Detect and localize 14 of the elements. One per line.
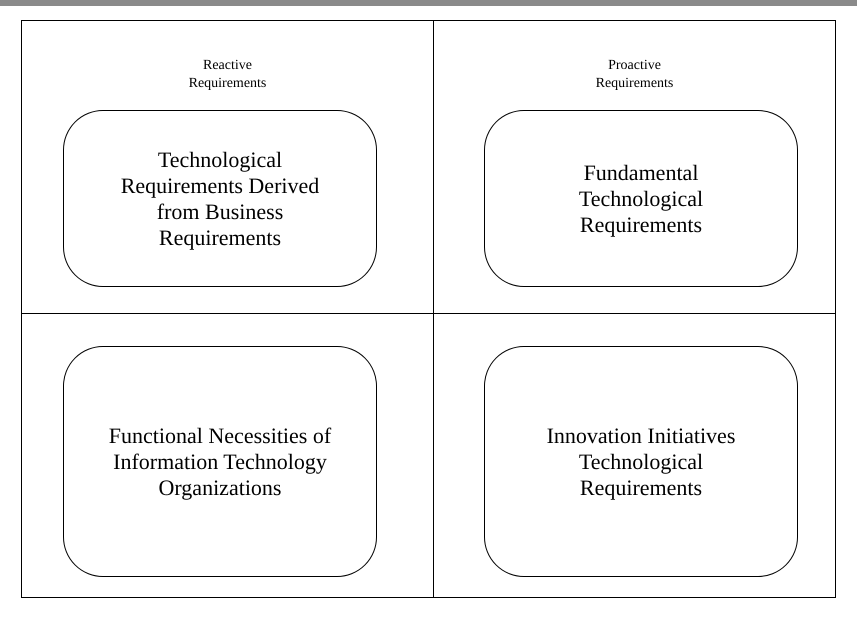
table-cell (433, 313, 836, 598)
rounded-box (484, 110, 798, 287)
column-heading: Proactive Requirements (594, 57, 674, 93)
rounded-box (63, 346, 377, 577)
table-cell (433, 20, 836, 314)
rounded-box (484, 346, 798, 577)
table-cell (21, 20, 434, 314)
box-text: Fundamental Technological Requirements (578, 160, 704, 238)
column-heading: Reactive Requirements (188, 57, 268, 93)
box-text: Functional Necessities of Information Technology Organizations (108, 422, 332, 500)
box-text: Innovation Initiatives Technological Requirements (546, 422, 736, 500)
box-text: Technological Requirements Derived from Business Requirements (120, 146, 320, 250)
table-cell (21, 313, 434, 598)
rounded-box (63, 110, 377, 287)
